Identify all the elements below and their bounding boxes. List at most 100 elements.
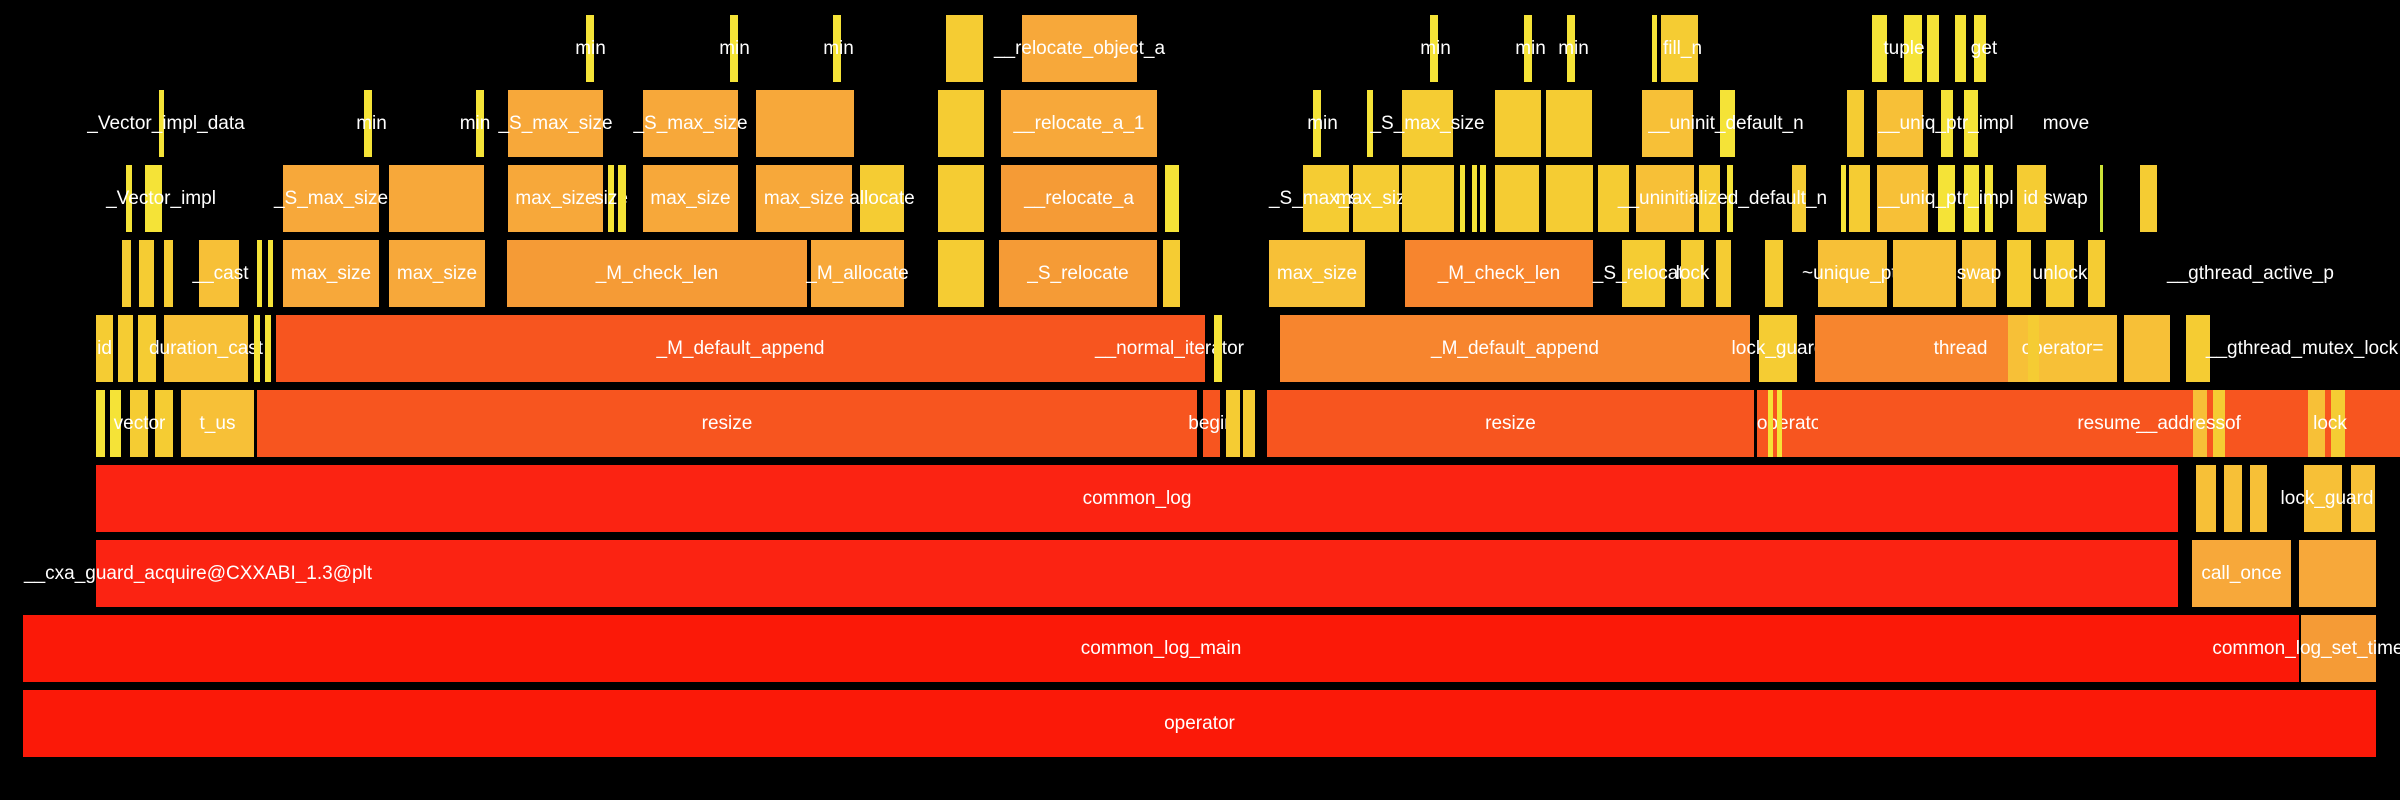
- flame-frame-unlabeled[interactable]: [2088, 240, 2105, 307]
- flame-frame-unlabeled[interactable]: [389, 165, 484, 232]
- flame-frame-unlabeled[interactable]: [364, 90, 372, 157]
- flame-frame-unlabeled[interactable]: [1495, 90, 1541, 157]
- flame-frame[interactable]: common_log_main: [23, 615, 2299, 682]
- flame-frame-unlabeled[interactable]: [1661, 15, 1698, 82]
- flame-frame[interactable]: size: [594, 165, 628, 232]
- flame-frame-unlabeled[interactable]: [2124, 315, 2170, 382]
- flame-frame[interactable]: _S_max_size: [498, 90, 613, 157]
- flame-frame-unlabeled[interactable]: [2193, 390, 2207, 457]
- flame-frame-unlabeled[interactable]: [1472, 165, 1477, 232]
- flame-frame[interactable]: __cxa_guard_acquire@CXXABI_1.3@plt: [24, 540, 2178, 607]
- flame-frame-unlabeled[interactable]: [155, 390, 173, 457]
- flame-frame-unlabeled[interactable]: [1546, 90, 1592, 157]
- flame-frame-unlabeled[interactable]: [2250, 465, 2267, 532]
- flame-frame-unlabeled[interactable]: [2224, 465, 2242, 532]
- flame-frame-unlabeled[interactable]: [1941, 90, 1953, 157]
- flame-frame-unlabeled[interactable]: [1567, 15, 1575, 82]
- flame-frame-unlabeled[interactable]: [618, 165, 626, 232]
- flame-frame[interactable]: duration_cast: [149, 315, 263, 382]
- flame-frame-unlabeled[interactable]: [1313, 90, 1321, 157]
- flame-frame-unlabeled[interactable]: [254, 315, 260, 382]
- flame-frame-unlabeled[interactable]: [2213, 390, 2225, 457]
- flame-frame-unlabeled[interactable]: [1636, 165, 1694, 232]
- flame-frame-unlabeled[interactable]: [1495, 165, 1539, 232]
- flame-frame-unlabeled[interactable]: [1430, 15, 1438, 82]
- flame-frame-unlabeled[interactable]: [2351, 465, 2375, 532]
- flame-frame[interactable]: unlock: [2033, 240, 2087, 307]
- flame-frame-unlabeled[interactable]: [1847, 90, 1864, 157]
- flame-frame-unlabeled[interactable]: [1777, 390, 1782, 457]
- flame-frame-unlabeled[interactable]: [1720, 90, 1735, 157]
- flame-frame-unlabeled[interactable]: [2017, 165, 2046, 232]
- flame-frame-unlabeled[interactable]: [1480, 165, 1486, 232]
- flame-frame-unlabeled[interactable]: [159, 90, 164, 157]
- flame-frame[interactable]: max_size: [756, 165, 852, 232]
- flame-frame-unlabeled[interactable]: [1938, 165, 1955, 232]
- flame-frame-unlabeled[interactable]: [1974, 15, 1986, 82]
- flame-frame-unlabeled[interactable]: [1727, 165, 1733, 232]
- flame-frame-unlabeled[interactable]: [126, 165, 132, 232]
- flame-frame-unlabeled[interactable]: [2308, 390, 2325, 457]
- flame-frame[interactable]: _S_relocate: [1593, 240, 1694, 307]
- flame-frame[interactable]: max_size: [389, 240, 485, 307]
- flame-frame-unlabeled[interactable]: [110, 390, 121, 457]
- flame-frame[interactable]: _M_check_len: [1405, 240, 1593, 307]
- flame-frame-unlabeled[interactable]: [265, 315, 271, 382]
- flame-frame-unlabeled[interactable]: [1955, 15, 1966, 82]
- flame-frame[interactable]: common_log: [96, 465, 2178, 532]
- flame-frame[interactable]: _M_check_len: [507, 240, 807, 307]
- flame-frame[interactable]: lock_guard: [1732, 315, 1824, 382]
- flame-frame-unlabeled[interactable]: [1460, 165, 1465, 232]
- flame-frame[interactable]: _S_max_size: [1370, 90, 1485, 157]
- flame-frame-unlabeled[interactable]: [139, 240, 154, 307]
- flame-frame-unlabeled[interactable]: [1642, 90, 1693, 157]
- flame-frame[interactable]: __normal_iterator: [1095, 315, 1244, 382]
- flame-frame-unlabeled[interactable]: [2140, 165, 2157, 232]
- flame-frame[interactable]: max_size: [1336, 165, 1416, 232]
- flame-frame-unlabeled[interactable]: [2299, 540, 2376, 607]
- flame-frame[interactable]: resize: [257, 390, 1197, 457]
- flame-frame-unlabeled[interactable]: [938, 165, 984, 232]
- flame-frame[interactable]: __relocate_a: [1001, 165, 1157, 232]
- flame-frame-unlabeled[interactable]: [1402, 165, 1454, 232]
- flame-frame-unlabeled[interactable]: [1768, 390, 1773, 457]
- flame-frame-unlabeled[interactable]: [1243, 390, 1255, 457]
- flame-frame-unlabeled[interactable]: [1226, 390, 1240, 457]
- flame-frame-unlabeled[interactable]: [2186, 315, 2210, 382]
- flame-frame-unlabeled[interactable]: [2007, 240, 2031, 307]
- flame-frame[interactable]: allocate: [849, 165, 915, 232]
- flame-frame-unlabeled[interactable]: [730, 15, 738, 82]
- flame-frame-unlabeled[interactable]: [1165, 165, 1179, 232]
- flame-frame[interactable]: max_size: [508, 165, 603, 232]
- flame-frame-unlabeled[interactable]: [1652, 15, 1657, 82]
- flame-frame[interactable]: id: [96, 315, 113, 382]
- flame-frame-unlabeled[interactable]: [1214, 315, 1222, 382]
- flame-frame-unlabeled[interactable]: [1872, 15, 1887, 82]
- flame-frame-unlabeled[interactable]: [938, 90, 984, 157]
- flame-frame-unlabeled[interactable]: [1792, 165, 1806, 232]
- flame-frame-unlabeled[interactable]: [268, 240, 273, 307]
- flame-frame[interactable]: _S_relocate: [999, 240, 1157, 307]
- flame-frame[interactable]: _M_default_append: [276, 315, 1205, 382]
- flame-frame[interactable]: resume: [1818, 390, 2400, 457]
- flame-frame[interactable]: _M_default_append: [1280, 315, 1750, 382]
- flame-frame[interactable]: _S_max_size: [1269, 165, 1383, 232]
- flame-frame-unlabeled[interactable]: [1163, 240, 1180, 307]
- flame-frame-unlabeled[interactable]: [1927, 15, 1939, 82]
- flame-frame-unlabeled[interactable]: [1546, 165, 1593, 232]
- flame-frame-unlabeled[interactable]: [586, 15, 594, 82]
- flame-frame[interactable]: max_size: [1269, 240, 1365, 307]
- flame-frame-unlabeled[interactable]: [118, 315, 133, 382]
- flame-frame-unlabeled[interactable]: [833, 15, 841, 82]
- flame-frame-unlabeled[interactable]: [1716, 240, 1731, 307]
- flame-frame-unlabeled[interactable]: [1964, 165, 1979, 232]
- flame-frame[interactable]: common_log_set_timestamps: [2212, 615, 2400, 682]
- flame-frame-unlabeled[interactable]: [2331, 390, 2345, 457]
- flame-frame-unlabeled[interactable]: [96, 390, 105, 457]
- flame-frame[interactable]: ~unique_ptr: [1802, 240, 1903, 307]
- flame-frame[interactable]: max_size: [643, 165, 738, 232]
- flame-frame-unlabeled[interactable]: [2304, 465, 2342, 532]
- flame-frame-unlabeled[interactable]: [1849, 165, 1870, 232]
- flame-frame[interactable]: _M_allocate: [806, 240, 909, 307]
- flame-frame-unlabeled[interactable]: [164, 240, 173, 307]
